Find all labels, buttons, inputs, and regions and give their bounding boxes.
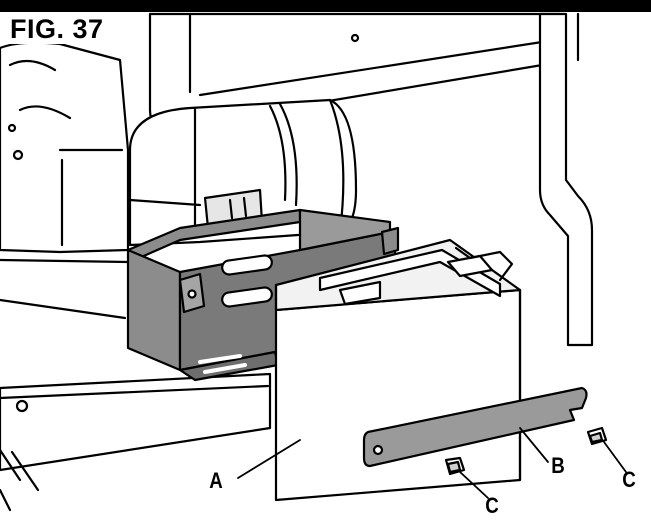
hold-down-strap	[362, 386, 588, 468]
leader-a	[237, 439, 301, 479]
bolt-right	[586, 426, 608, 446]
tray-slot-upper	[221, 254, 273, 276]
top-rule	[0, 0, 651, 12]
tray-right-flange	[380, 226, 400, 256]
tray-floor-slots	[198, 354, 247, 374]
frame-bottom-rail	[0, 372, 272, 472]
callout-c-bolt-right: C	[622, 467, 636, 492]
tray-slot-lower	[221, 286, 273, 308]
frame-bolt	[350, 33, 360, 43]
frame-tube-right	[538, 12, 594, 347]
callout-c-bolt-left: C	[485, 493, 499, 518]
alternator-mount	[128, 106, 202, 232]
battery-front-face	[274, 288, 522, 502]
alternator-ribs	[268, 98, 345, 234]
battery-top-ridge	[454, 246, 514, 282]
battery-tray-left-wall	[126, 248, 182, 372]
engine-housing	[0, 41, 130, 254]
frame-bottom-rail-edge	[0, 384, 270, 400]
leader-c-left	[459, 471, 489, 499]
frame-base-bolt	[15, 399, 29, 413]
engine-bolt	[12, 149, 24, 161]
tray-bracket-hole	[187, 289, 197, 299]
mount-stud	[228, 196, 248, 220]
strap-hole	[372, 444, 384, 456]
engine-cover-lines	[8, 59, 124, 247]
leader-c-right	[603, 441, 627, 473]
figure-label: FIG. 37	[8, 14, 110, 44]
frame-corner-lines	[0, 448, 40, 512]
engine-bolt-2	[7, 123, 17, 133]
bolt-left	[444, 456, 466, 476]
frame-base-plate	[0, 258, 132, 320]
callout-a-battery: A	[209, 468, 223, 493]
leader-b	[519, 427, 549, 463]
callout-b-strap: B	[551, 453, 565, 478]
